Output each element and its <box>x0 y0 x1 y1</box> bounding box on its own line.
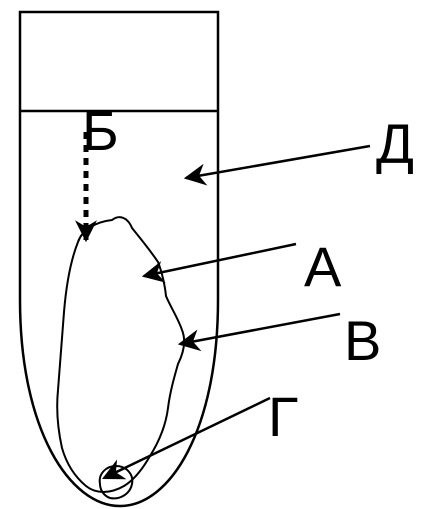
arrow-g <box>102 396 271 480</box>
label-g: Г <box>268 385 298 448</box>
grain-outline <box>18 10 220 508</box>
label-b: Б <box>82 99 119 162</box>
arrow-a <box>141 242 297 283</box>
label-v: В <box>344 309 381 372</box>
label-d: Д <box>376 112 414 175</box>
arrow-v <box>177 312 341 352</box>
arrow-d <box>183 144 371 186</box>
embryo-shape <box>56 216 186 493</box>
label-a: А <box>304 235 342 298</box>
